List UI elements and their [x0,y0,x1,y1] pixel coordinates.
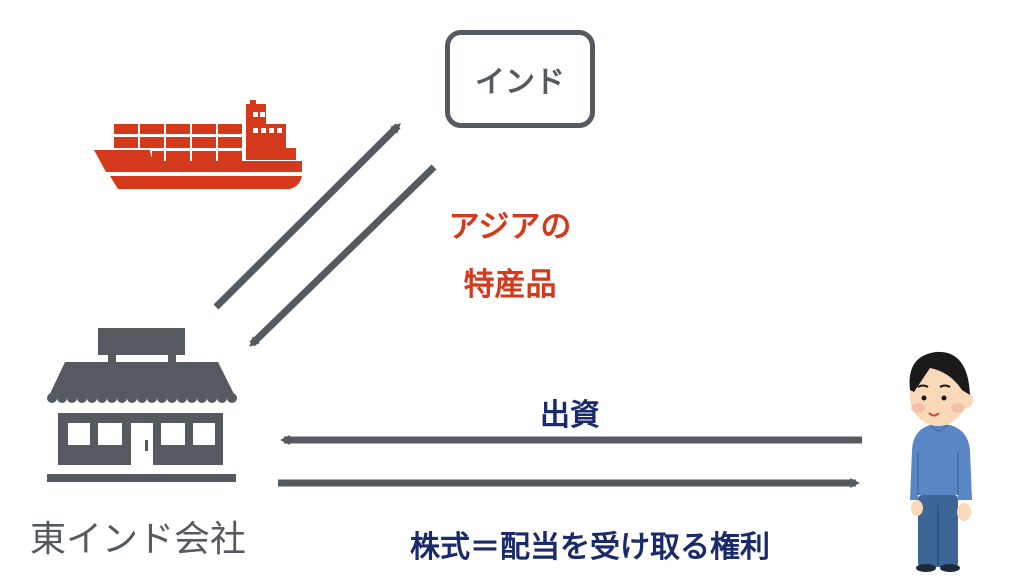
trade-goods-line-2: 特産品 [463,267,557,303]
cargo-ship-icon [94,100,302,189]
india-label: インド [475,65,565,100]
awning-scallops [47,393,237,403]
trade-goods-line-1: アジアの [448,209,572,245]
person-icon [909,351,973,572]
company-label: 東インド会社 [30,519,247,560]
shop-icon [47,328,237,482]
ship-bridge [246,100,296,160]
arrow-to-india [213,123,401,310]
investment-label: 出資 [540,398,600,433]
ship-containers [114,124,242,161]
shares-label: 株式＝配当を受け取る権利 [410,530,770,565]
arrow-from-india [249,164,437,347]
india-node: インド [445,30,595,128]
trade-goods-label: アジアの 特産品 [430,198,590,314]
ship-hull [94,150,302,172]
